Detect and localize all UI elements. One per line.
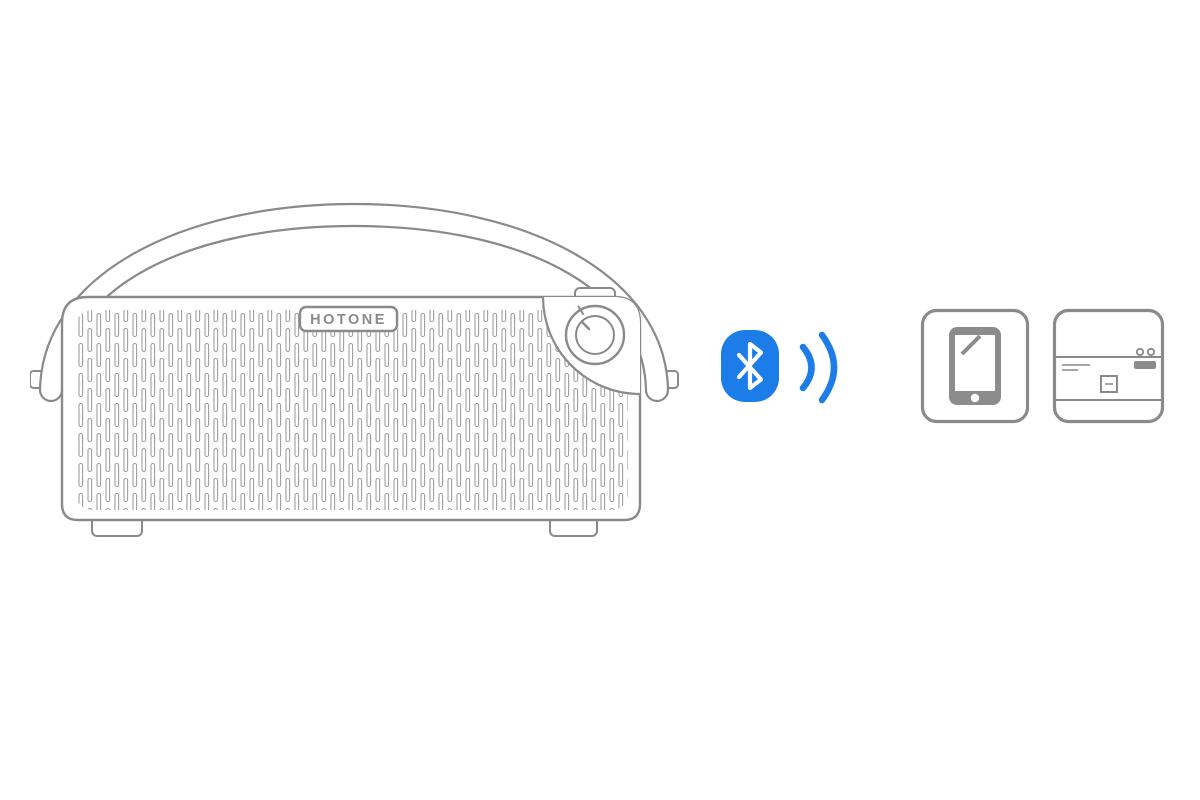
pedal-logo-mark [1134, 361, 1156, 369]
pedal-port [1100, 375, 1118, 393]
screen-glare [960, 334, 982, 356]
controller-card [1052, 308, 1165, 424]
switch-button [1135, 347, 1145, 357]
knob-indicator [580, 320, 591, 331]
switch-button [1146, 347, 1156, 357]
volume-knob [564, 304, 626, 366]
card-border [1052, 308, 1165, 424]
amp-illustration: HOTONE [30, 202, 679, 537]
home-button [970, 393, 980, 403]
smartphone-card [920, 308, 1030, 424]
speaker-grille [76, 310, 628, 510]
brand-label: HOTONE [310, 312, 387, 328]
signal-waves-icon [799, 331, 838, 404]
brand-badge: HOTONE [298, 305, 399, 333]
footswitch-controller-icon [1056, 347, 1161, 401]
smartphone-icon [949, 327, 1001, 405]
knob-tick [577, 305, 584, 315]
bluetooth-group [721, 330, 838, 404]
bluetooth-icon [721, 330, 779, 402]
